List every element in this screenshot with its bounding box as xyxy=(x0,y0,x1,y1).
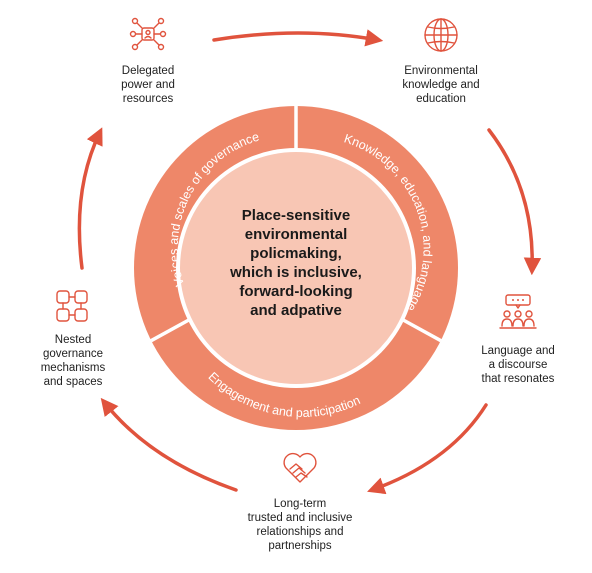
ring-divider-left xyxy=(150,316,194,343)
node-nested-governance: Nested governance mechanisms and spaces xyxy=(40,334,106,388)
node-environmental-knowledge: Environmental knowledge and education xyxy=(402,65,480,105)
arrow-bottom-right xyxy=(367,403,488,495)
center-line: environmental xyxy=(244,226,348,243)
audience-speech-icon xyxy=(499,294,537,329)
network-icon xyxy=(129,17,167,51)
center-line: and adpative xyxy=(250,302,342,319)
center-line: forward-looking xyxy=(239,283,353,300)
ring-divider-right xyxy=(398,316,442,343)
arrow-bottom-left xyxy=(100,397,238,492)
center-statement: Place-sensitive environmental policmakin… xyxy=(205,206,387,320)
handshake-heart-icon xyxy=(283,452,317,483)
arrow-left xyxy=(77,127,103,270)
cycle-arrows xyxy=(77,29,542,495)
globe-icon xyxy=(424,18,458,52)
arrow-right xyxy=(487,128,542,276)
center-line: Place-sensitive xyxy=(241,207,351,224)
node-delegated-power: Delegated power and resources xyxy=(121,65,175,105)
center-line: which is inclusive, xyxy=(230,264,362,281)
joined-hands-icon xyxy=(56,290,88,322)
node-language-discourse: Language and a discourse that resonates xyxy=(481,345,555,385)
center-circle xyxy=(180,152,412,384)
node-long-term-relationships: Long-term trusted and inclusive relation… xyxy=(247,498,353,552)
arrow-top xyxy=(212,29,384,47)
center-line: policmaking, xyxy=(250,245,342,262)
